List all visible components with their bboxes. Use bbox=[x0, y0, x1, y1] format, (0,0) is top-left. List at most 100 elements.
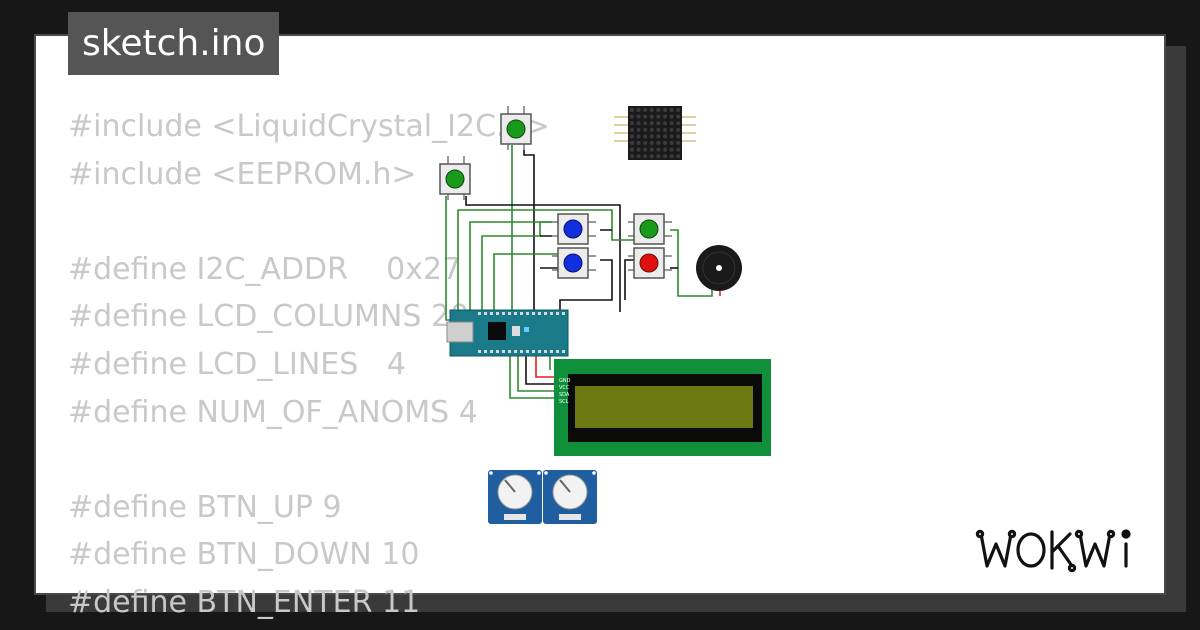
wires bbox=[445, 145, 721, 399]
nano-pin-icon bbox=[544, 312, 547, 315]
matrix-led-icon bbox=[643, 140, 648, 146]
nano-pin-icon bbox=[496, 312, 499, 315]
matrix-led-icon bbox=[649, 140, 654, 146]
code-line: #define BTN_UP 9 bbox=[68, 489, 342, 525]
led-matrix-icon[interactable] bbox=[614, 106, 696, 160]
nano-pin-icon bbox=[514, 350, 517, 353]
matrix-led-icon bbox=[656, 154, 661, 159]
code-preview: #include <LiquidCrystal_I2C.h>#include <… bbox=[68, 103, 550, 627]
matrix-led-icon bbox=[649, 121, 654, 126]
code-line: #define LCD_LINES 4 bbox=[68, 346, 406, 382]
matrix-led-icon bbox=[662, 114, 668, 119]
buzzer-icon[interactable] bbox=[696, 245, 742, 291]
arduino-nano-icon[interactable] bbox=[446, 309, 569, 357]
matrix-led-icon bbox=[636, 127, 641, 132]
nano-pin-icon bbox=[562, 312, 565, 315]
nano-pin-icon bbox=[502, 350, 505, 353]
wokwi-logo bbox=[975, 529, 1131, 573]
matrix-led-icon bbox=[662, 147, 668, 152]
matrix-led-icon bbox=[629, 121, 635, 126]
matrix-led-icon bbox=[676, 127, 681, 132]
nano-pin-icon bbox=[520, 312, 523, 315]
matrix-led-icon bbox=[649, 147, 654, 152]
matrix-led-icon bbox=[669, 154, 674, 159]
matrix-led-icon bbox=[669, 114, 674, 119]
matrix-led-icon bbox=[676, 121, 681, 126]
matrix-led-icon bbox=[636, 134, 641, 139]
preview-card: #include <LiquidCrystal_I2C.h>#include <… bbox=[34, 34, 1166, 620]
nano-pin-icon bbox=[502, 312, 505, 315]
potentiometer-icon[interactable] bbox=[488, 470, 542, 524]
matrix-led-icon bbox=[643, 121, 648, 126]
nano-pin-icon bbox=[562, 350, 565, 353]
matrix-led-icon bbox=[676, 154, 681, 159]
file-tab[interactable]: sketch.ino bbox=[68, 12, 280, 75]
nano-pin-icon bbox=[556, 312, 559, 315]
nano-pin-icon bbox=[550, 312, 553, 315]
nano-pin-icon bbox=[538, 350, 541, 353]
matrix-led-icon bbox=[629, 134, 635, 139]
matrix-led-icon bbox=[669, 121, 674, 126]
pushbutton-green-icon[interactable] bbox=[500, 106, 532, 150]
matrix-led-icon bbox=[656, 147, 661, 152]
matrix-led-icon bbox=[669, 134, 674, 139]
matrix-led-icon bbox=[629, 114, 635, 119]
matrix-led-icon bbox=[649, 134, 654, 139]
pushbutton-green-icon[interactable] bbox=[628, 213, 672, 245]
matrix-led-icon bbox=[636, 140, 641, 146]
pushbutton-blue-icon[interactable] bbox=[552, 247, 596, 279]
pushbutton-blue-icon[interactable] bbox=[552, 213, 596, 245]
code-line: #define BTN_DOWN 10 bbox=[68, 537, 420, 573]
matrix-led-icon bbox=[662, 121, 668, 126]
matrix-led-icon bbox=[643, 147, 648, 152]
lcd-pin-label: SCL bbox=[559, 399, 569, 405]
matrix-led-icon bbox=[636, 107, 641, 113]
matrix-led-icon bbox=[669, 140, 674, 146]
matrix-led-icon bbox=[662, 127, 668, 132]
matrix-led-icon bbox=[649, 107, 654, 113]
matrix-led-icon bbox=[662, 140, 668, 146]
potentiometer-icon[interactable] bbox=[543, 470, 597, 524]
matrix-led-icon bbox=[676, 114, 681, 119]
matrix-led-icon bbox=[643, 127, 648, 132]
nano-pin-icon bbox=[496, 350, 499, 353]
nano-pin-icon bbox=[484, 350, 487, 353]
matrix-led-icon bbox=[669, 127, 674, 132]
lcd-pin-label: SDA bbox=[559, 392, 570, 398]
matrix-led-icon bbox=[662, 154, 668, 159]
matrix-led-icon bbox=[643, 154, 648, 159]
matrix-led-icon bbox=[662, 107, 668, 113]
matrix-led-icon bbox=[656, 127, 661, 132]
matrix-led-icon bbox=[676, 147, 681, 152]
matrix-led-icon bbox=[636, 121, 641, 126]
matrix-led-icon bbox=[676, 134, 681, 139]
matrix-led-icon bbox=[649, 154, 654, 159]
nano-pin-icon bbox=[508, 350, 511, 353]
matrix-led-icon bbox=[676, 140, 681, 146]
matrix-led-icon bbox=[629, 127, 635, 132]
nano-pin-icon bbox=[544, 350, 547, 353]
matrix-led-icon bbox=[649, 114, 654, 119]
nano-pin-icon bbox=[484, 312, 487, 315]
nano-pin-icon bbox=[478, 312, 481, 315]
nano-pin-icon bbox=[556, 350, 559, 353]
nano-pin-icon bbox=[526, 312, 529, 315]
nano-pin-icon bbox=[490, 312, 493, 315]
matrix-led-icon bbox=[676, 107, 681, 113]
matrix-led-icon bbox=[643, 134, 648, 139]
nano-pin-icon bbox=[532, 350, 535, 353]
nano-pin-icon bbox=[520, 350, 523, 353]
pushbutton-green-icon[interactable] bbox=[439, 156, 471, 200]
nano-pin-icon bbox=[538, 312, 541, 315]
lcd-pin-label: GND bbox=[559, 378, 571, 384]
matrix-led-icon bbox=[669, 147, 674, 152]
pushbutton-red-icon[interactable] bbox=[628, 247, 672, 279]
code-line: #define I2C_ADDR 0x27 bbox=[68, 251, 462, 287]
matrix-led-icon bbox=[629, 154, 635, 159]
matrix-led-icon bbox=[656, 134, 661, 139]
matrix-led-icon bbox=[669, 107, 674, 113]
matrix-led-icon bbox=[629, 147, 635, 152]
code-line: #include <EEPROM.h> bbox=[68, 156, 417, 192]
